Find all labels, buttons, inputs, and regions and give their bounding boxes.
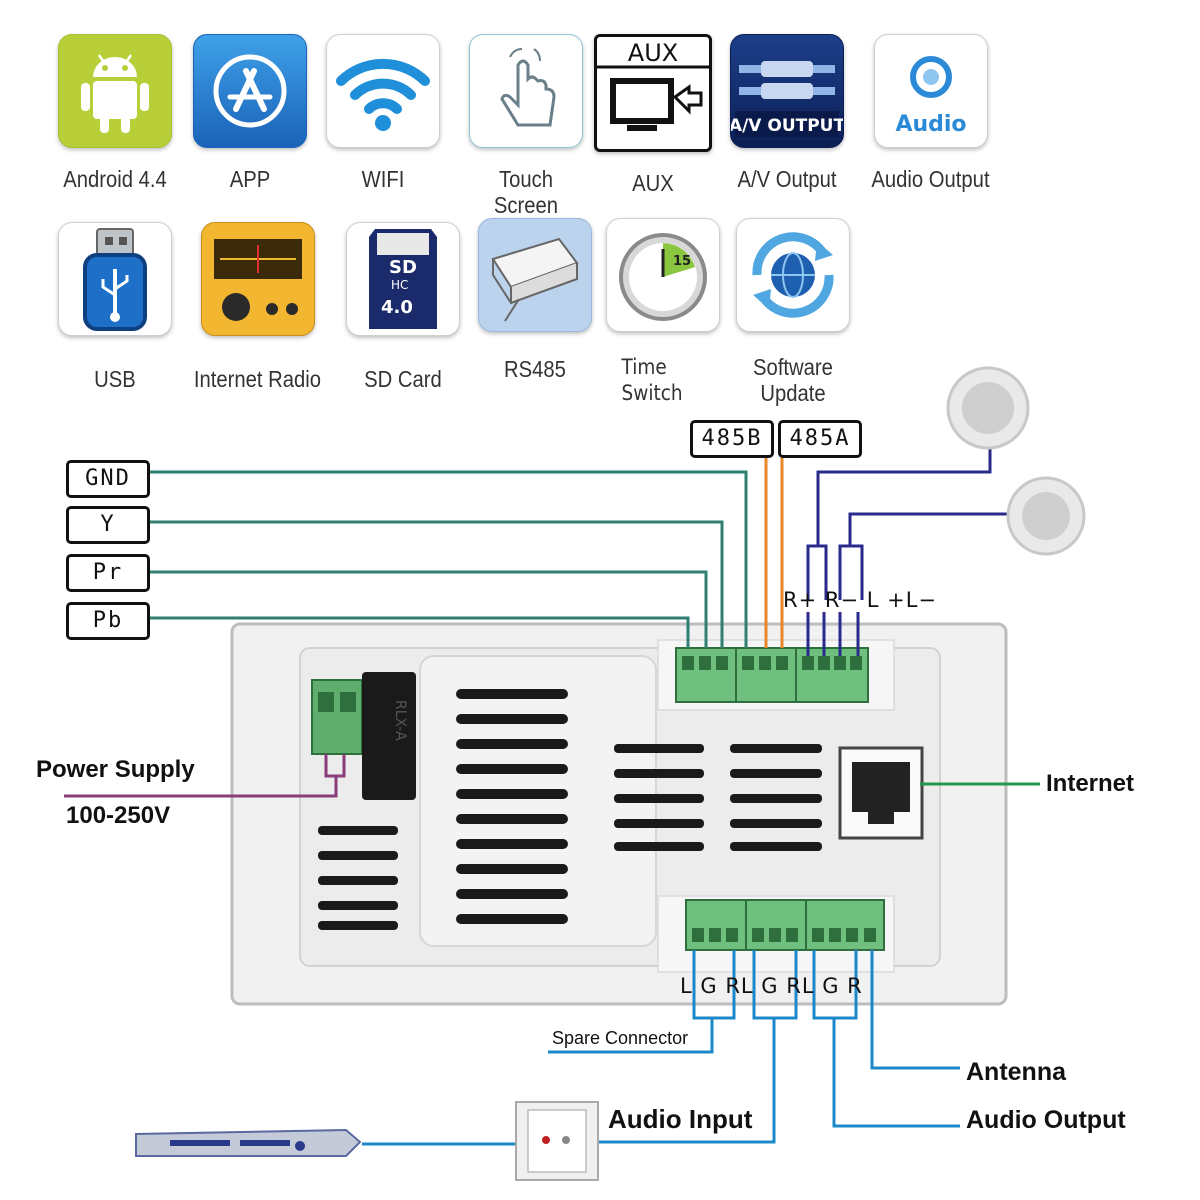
feature-app: APP — [185, 34, 315, 192]
feature-label: SD Card — [364, 366, 442, 392]
feature-software-update: Software Update — [728, 218, 858, 406]
feature-label: WIFI — [361, 166, 405, 192]
sd-tile-text: 4.0 — [381, 297, 413, 318]
power-supply-label: Power Supply — [36, 756, 195, 783]
dvd-player-icon — [135, 1128, 362, 1157]
feature-av-output: A/V OUTPUT A/V Output — [722, 34, 852, 192]
feature-label: Software Update — [753, 354, 833, 406]
feature-label: RS485 — [504, 356, 566, 382]
feature-wifi: WIFI — [318, 34, 448, 192]
aux-monitor-icon: AUX — [594, 34, 712, 152]
rs485-wires — [764, 454, 784, 648]
feature-label: Audio Output — [871, 166, 990, 192]
power-terminal-block — [311, 679, 363, 755]
feature-label: USB — [94, 366, 136, 392]
power-voltage-label: 100-250V — [66, 802, 171, 829]
video-wires — [148, 470, 748, 648]
app-store-icon — [193, 34, 307, 148]
ceiling-speaker-2 — [1006, 476, 1086, 556]
speaker-wires — [806, 446, 1008, 656]
top-terminal-blocks — [675, 647, 869, 703]
speaker-pin-labels: R+ R− L +L− — [783, 588, 937, 612]
feature-label: A/V Output — [737, 166, 837, 192]
rs485-connector-icon — [478, 218, 592, 332]
antenna-label: Antenna — [966, 1058, 1066, 1086]
sd-tile-sub: HC — [391, 278, 408, 292]
av-tile-text: A/V OUTPUT — [731, 116, 843, 136]
aux-tile-text: AUX — [628, 39, 678, 67]
feature-label: Time Switch — [621, 355, 683, 405]
relay — [362, 672, 416, 800]
feature-label: Android 4.4 — [63, 166, 167, 192]
feature-android: Android 4.4 — [50, 34, 180, 192]
audio-output-icon: Audio — [873, 34, 988, 148]
power-wires — [64, 754, 346, 798]
usb-icon — [58, 222, 172, 336]
internet-radio-icon — [200, 222, 315, 336]
audio-input-wall-plate — [515, 1101, 599, 1181]
bottom-pin-labels: L G RL G RL G R — [680, 974, 863, 998]
ceiling-speaker-1 — [946, 366, 1030, 450]
rs485a-label-box: 485A — [778, 420, 862, 458]
feature-rs485: RS485 — [470, 218, 600, 382]
wifi-icon — [326, 34, 440, 148]
rs485b-label-box: 485B — [690, 420, 774, 458]
feature-touch-screen: Touch Screen — [456, 34, 596, 218]
internet-label: Internet — [1046, 770, 1135, 797]
audio-tile-text: Audio — [895, 112, 966, 137]
feature-label: Touch Screen — [493, 166, 559, 218]
audio-output-label: Audio Output — [966, 1106, 1126, 1134]
feature-label: Internet Radio — [193, 366, 322, 392]
timer-icon: 15 — [606, 218, 720, 332]
sd-card-icon: SD HC 4.0 — [346, 222, 460, 336]
audio-wires — [362, 950, 960, 1146]
bottom-terminal-blocks — [685, 899, 885, 951]
y-label-box: Y — [66, 506, 150, 544]
feature-usb: USB — [50, 222, 180, 392]
feature-aux: AUX AUX — [588, 34, 718, 196]
feature-label: APP — [229, 166, 271, 192]
gnd-label-box: GND — [66, 460, 150, 498]
pb-label-box: Pb — [66, 602, 150, 640]
audio-input-label: Audio Input — [608, 1104, 753, 1134]
feature-internet-radio: Internet Radio — [185, 222, 330, 392]
relay-label: RLX-A — [392, 700, 408, 741]
software-update-icon — [736, 218, 850, 332]
timer-tile-text: 15 — [673, 254, 691, 269]
svg-text:SD: SD — [389, 257, 417, 278]
av-output-icon: A/V OUTPUT — [730, 34, 844, 148]
pr-label-box: Pr — [66, 554, 150, 592]
feature-label: AUX — [632, 170, 674, 196]
spare-connector-label: Spare Connector — [552, 1028, 689, 1048]
feature-sd-card: SD HC 4.0 SD Card — [338, 222, 468, 392]
vent-slots — [318, 689, 822, 930]
feature-time-switch: 15 Time Switch — [598, 218, 728, 406]
touch-hand-icon — [469, 34, 583, 148]
android-icon — [58, 34, 172, 148]
feature-audio-output: Audio Audio Output — [858, 34, 1003, 192]
